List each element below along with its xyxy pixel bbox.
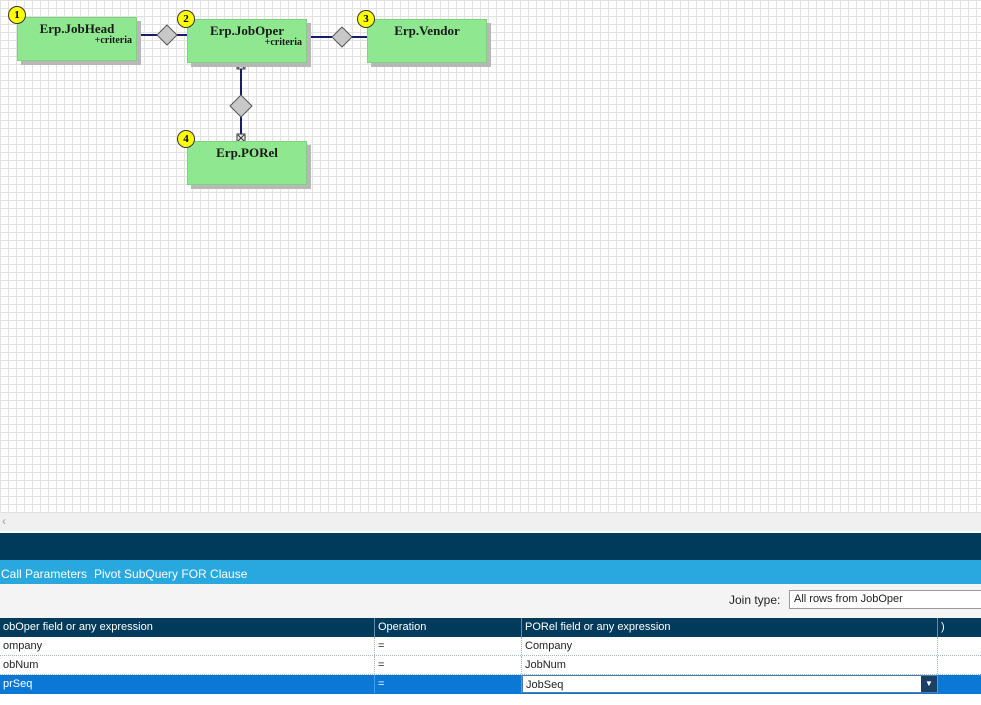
- table-node-jobhead[interactable]: Erp.JobHead +criteria: [17, 17, 137, 61]
- scroll-left-icon[interactable]: ‹: [2, 514, 6, 528]
- right-field-cell[interactable]: Company: [522, 637, 938, 655]
- column-header-left-field[interactable]: obOper field or any expression: [0, 618, 375, 637]
- table-number-badge: 2: [177, 10, 195, 28]
- operation-cell[interactable]: =: [375, 675, 522, 693]
- table-row[interactable]: ompany = Company: [0, 637, 981, 656]
- left-field-cell[interactable]: ompany: [0, 637, 375, 655]
- table-name: Erp.Vendor: [394, 23, 460, 38]
- table-node-joboper[interactable]: Erp.JobOper +criteria: [187, 19, 307, 63]
- table-name: Erp.PORel: [216, 145, 278, 160]
- panel-header: [0, 533, 981, 560]
- join-connectors: [136, 24, 367, 143]
- join-grid-header: obOper field or any expression Operation…: [0, 618, 981, 637]
- right-field-value: JobSeq: [526, 679, 564, 691]
- right-field-cell[interactable]: JobNum: [522, 656, 938, 674]
- join-diamond-joboper-porel: [229, 94, 253, 118]
- query-diagram-canvas[interactable]: Erp.JobHead +criteria 1 Erp.JobOper +cri…: [0, 0, 981, 512]
- table-number-badge: 3: [357, 10, 375, 28]
- paren-cell[interactable]: [938, 637, 981, 655]
- table-row[interactable]: obNum = JobNum: [0, 656, 981, 675]
- left-field-cell[interactable]: prSeq: [0, 675, 375, 693]
- table-node-porel[interactable]: Erp.PORel: [187, 141, 307, 185]
- join-diamond-joboper-vendor: [331, 26, 353, 48]
- join-diamond-jobhead-joboper: [156, 24, 178, 46]
- paren-cell[interactable]: [938, 656, 981, 674]
- table-number-badge: 4: [177, 130, 195, 148]
- table-number-badge: 1: [8, 6, 26, 24]
- panel-tabs: Call Parameters Pivot SubQuery FOR Claus…: [0, 560, 981, 584]
- paren-cell[interactable]: [938, 675, 981, 693]
- criteria-link[interactable]: +criteria: [94, 35, 132, 46]
- column-header-right-field[interactable]: PORel field or any expression: [522, 618, 938, 637]
- operation-cell[interactable]: =: [375, 637, 522, 655]
- table-name: Erp.JobHead: [39, 21, 115, 36]
- column-header-operation[interactable]: Operation: [375, 618, 522, 637]
- table-row-selected[interactable]: prSeq = JobSeq ▼: [0, 675, 981, 694]
- right-field-dropdown[interactable]: JobSeq ▼: [522, 675, 938, 693]
- dropdown-arrow-icon[interactable]: ▼: [921, 676, 937, 692]
- criteria-link[interactable]: +criteria: [264, 37, 302, 48]
- horizontal-scrollbar[interactable]: ‹: [0, 512, 981, 531]
- join-type-select[interactable]: All rows from JobOper: [789, 590, 981, 609]
- table-name: Erp.JobOper: [209, 23, 285, 38]
- join-type-label: Join type:: [729, 593, 781, 607]
- operation-cell[interactable]: =: [375, 656, 522, 674]
- table-node-vendor[interactable]: Erp.Vendor: [367, 19, 487, 63]
- join-type-row: Join type: All rows from JobOper: [0, 584, 981, 618]
- tab-pivot-subquery[interactable]: Pivot SubQuery FOR Clause: [94, 567, 248, 581]
- column-header-close-paren[interactable]: ): [941, 621, 945, 633]
- left-field-cell[interactable]: obNum: [0, 656, 375, 674]
- grid-empty-area: [0, 694, 981, 705]
- tab-call-parameters[interactable]: Call Parameters: [1, 567, 88, 581]
